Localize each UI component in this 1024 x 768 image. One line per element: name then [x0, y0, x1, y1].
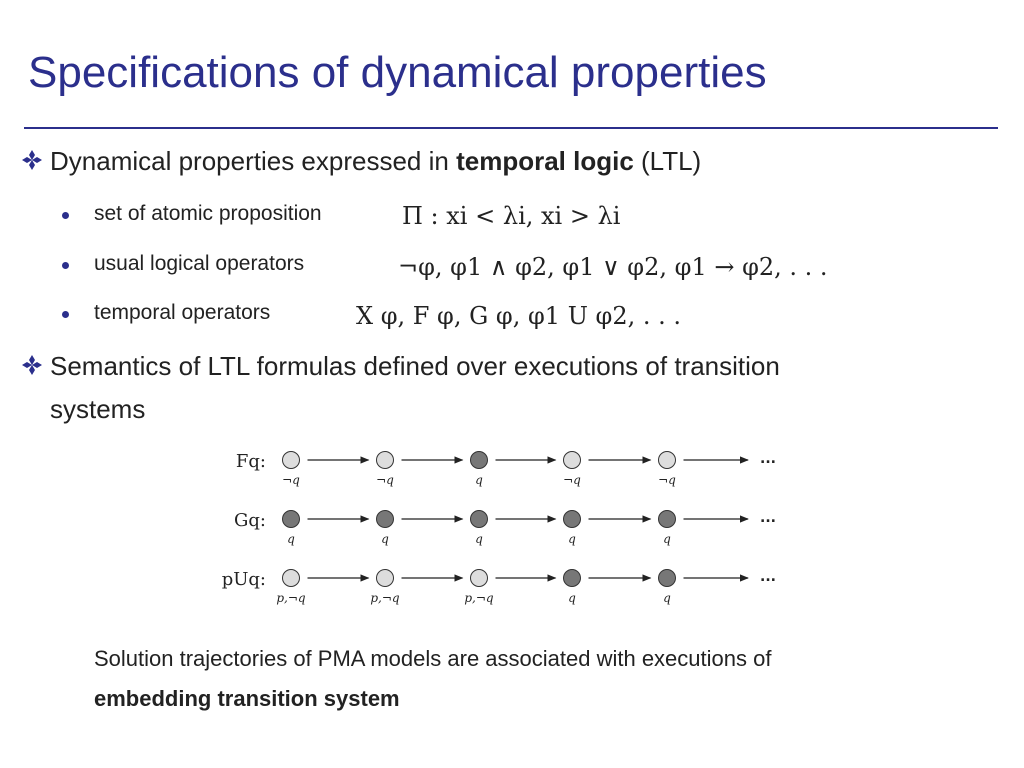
sub-bullet-label: set of atomic proposition — [94, 202, 322, 225]
state-node — [282, 569, 300, 587]
ellipsis: ... — [760, 510, 776, 526]
state-node — [658, 451, 676, 469]
ellipsis: ... — [760, 569, 776, 585]
bullet-text: Semantics of LTL formulas defined over e… — [50, 351, 780, 381]
state-label: ¬q — [563, 473, 581, 487]
state-node — [376, 569, 394, 587]
dot-bullet-icon — [62, 262, 69, 269]
state-label: q — [568, 591, 576, 605]
state-label: ¬q — [282, 473, 300, 487]
state-node — [563, 510, 581, 528]
state-label: q — [663, 532, 671, 546]
state-node — [563, 569, 581, 587]
state-node — [282, 510, 300, 528]
dot-bullet-icon — [62, 212, 69, 219]
row-formula-label: Gq: — [234, 510, 266, 531]
bullet-text-continued: systems — [50, 394, 146, 424]
diagram-row: Fq: ¬q ¬q q ¬q ¬q... — [236, 451, 776, 487]
diagram-row: pUq: p,¬q p,¬q p,¬q q q... — [222, 569, 776, 605]
state-label: q — [475, 473, 483, 487]
state-label: p,¬q — [276, 591, 306, 605]
state-label: p,¬q — [464, 591, 494, 605]
state-label: q — [568, 532, 576, 546]
state-label: ¬q — [376, 473, 394, 487]
state-label: q — [287, 532, 295, 546]
sub-bullet-label: temporal operators — [94, 301, 271, 324]
state-node — [658, 569, 676, 587]
sub-bullet-label: usual logical operators — [94, 252, 305, 275]
slide-title: Specifications of dynamical properties — [28, 48, 767, 97]
row-formula-label: Fq: — [236, 451, 266, 472]
formula-temporal: X φ, F φ, G φ, φ1 U φ2, . . . — [356, 302, 682, 330]
formula-atomic: Π : xi < λi, xi > λi — [402, 202, 621, 230]
state-label: p,¬q — [370, 591, 400, 605]
bold-term: temporal logic — [456, 146, 634, 176]
dot-bullet-icon — [62, 311, 69, 318]
state-node — [658, 510, 676, 528]
formula-logical: ¬φ, φ1 ∧ φ2, φ1 ∨ φ2, φ1 → φ2, . . . — [398, 253, 828, 281]
ellipsis: ... — [760, 451, 776, 467]
state-label: q — [381, 532, 389, 546]
diamond-bullet-icon — [22, 150, 42, 170]
state-label: q — [475, 532, 483, 546]
diamond-bullet-icon — [22, 355, 42, 375]
state-label: q — [663, 591, 671, 605]
caption-line-1: Solution trajectories of PMA models are … — [94, 646, 772, 671]
state-node — [282, 451, 300, 469]
row-formula-label: pUq: — [222, 569, 266, 590]
title-underline — [24, 127, 998, 129]
diagram-row: Gq: q q q q q... — [234, 510, 776, 546]
state-node — [470, 510, 488, 528]
state-label: ¬q — [658, 473, 676, 487]
state-node — [470, 569, 488, 587]
state-node — [376, 451, 394, 469]
state-node — [563, 451, 581, 469]
execution-diagram: Fq: ¬q ¬q q ¬q ¬q... Gq: q q q q q... pUq: p,¬q p,¬q p,… — [222, 451, 776, 605]
bullet-text: Dynamical properties expressed in tempor… — [50, 146, 702, 176]
state-node — [470, 451, 488, 469]
caption-line-2: embedding transition system — [94, 686, 400, 711]
state-node — [376, 510, 394, 528]
